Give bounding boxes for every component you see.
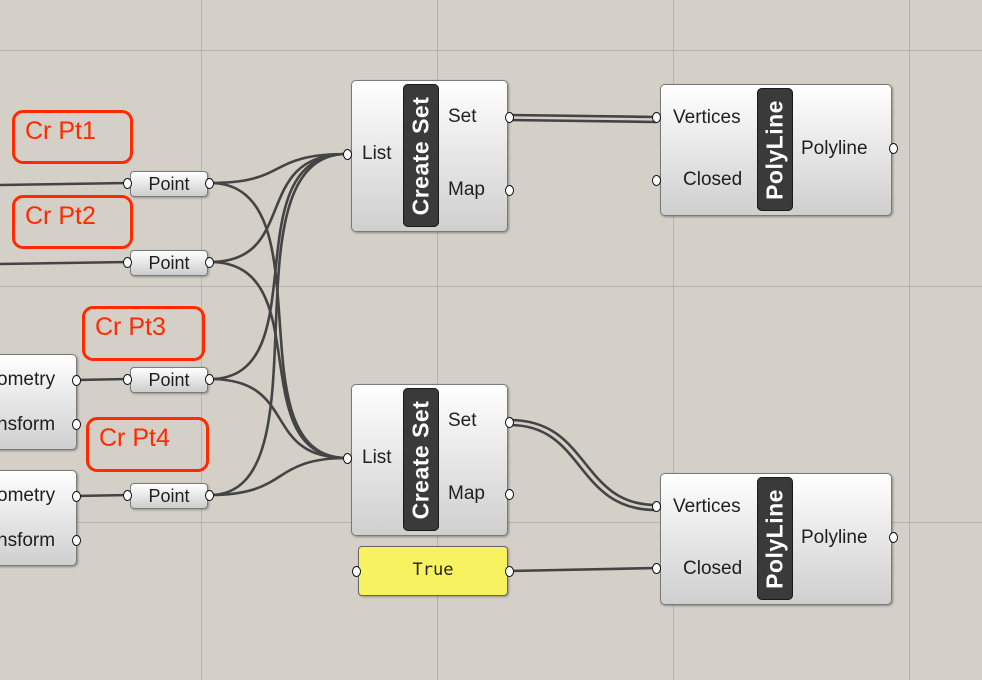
component-nickname-bar: PolyLine [757, 477, 793, 600]
output-label-map: Map [448, 179, 485, 200]
component-nickname-bar: Create Set [403, 388, 439, 531]
wire [208, 181, 349, 460]
annotation-cr-pt4: Cr Pt4 [86, 417, 209, 472]
output-label-transform: nsform [0, 530, 56, 551]
wire [208, 260, 349, 460]
create-set-component-2[interactable]: List Create Set Set Map [351, 384, 508, 536]
output-port[interactable] [72, 535, 81, 546]
boolean-toggle[interactable]: True [358, 546, 508, 596]
point-param-2[interactable]: Point [130, 250, 208, 276]
polyline-output-port[interactable] [889, 143, 898, 154]
input-port[interactable] [123, 257, 132, 268]
annotation-cr-pt1: Cr Pt1 [12, 110, 133, 164]
map-output-port[interactable] [505, 489, 514, 500]
output-label-geometry: ometry [0, 485, 56, 506]
wire [508, 423, 658, 512]
point-param-4[interactable]: Point [130, 483, 208, 509]
create-set-component-1[interactable]: List Create Set Set Map [351, 80, 508, 232]
wire [208, 377, 349, 460]
component-nickname: PolyLine [761, 99, 788, 200]
wire [508, 418, 658, 507]
component-nickname: PolyLine [761, 488, 788, 589]
closed-input-port[interactable] [652, 175, 661, 186]
input-port[interactable] [123, 178, 132, 189]
input-label-closed: Closed [683, 558, 743, 579]
polyline-component-1[interactable]: Vertices Closed PolyLine Polyline [660, 84, 892, 216]
vertices-input-port[interactable] [652, 112, 661, 123]
annotation-cr-pt3: Cr Pt3 [82, 306, 205, 361]
output-port[interactable] [72, 375, 81, 386]
output-port[interactable] [72, 419, 81, 430]
component-nickname: Create Set [407, 96, 434, 215]
output-port[interactable] [205, 257, 214, 268]
output-port[interactable] [72, 491, 81, 502]
output-port[interactable] [205, 374, 214, 385]
point-param-3[interactable]: Point [130, 367, 208, 393]
wire [208, 152, 349, 264]
closed-input-port[interactable] [652, 563, 661, 574]
input-label-vertices: Vertices [673, 107, 741, 128]
wire [0, 260, 130, 266]
output-label-set: Set [448, 410, 477, 431]
component-nickname-bar: Create Set [403, 84, 439, 227]
wire [0, 181, 130, 187]
map-output-port[interactable] [505, 185, 514, 196]
output-port[interactable] [205, 178, 214, 189]
toggle-output-port[interactable] [505, 566, 514, 577]
wire [208, 456, 349, 497]
output-label-polyline: Polyline [801, 527, 868, 548]
output-label-transform: nsform [0, 414, 56, 435]
input-port[interactable] [123, 374, 132, 385]
wire [208, 152, 349, 185]
point-param-1[interactable]: Point [130, 171, 208, 197]
list-input-port[interactable] [343, 453, 352, 464]
wire [74, 493, 130, 498]
input-label-vertices: Vertices [673, 496, 741, 517]
transform-component-2[interactable]: ometry nsform [0, 470, 77, 566]
polyline-component-2[interactable]: Vertices Closed PolyLine Polyline [660, 473, 892, 605]
output-label-geometry: ometry [0, 369, 56, 390]
set-output-port[interactable] [505, 417, 514, 428]
input-label-list: List [362, 447, 392, 468]
toggle-input-port[interactable] [352, 566, 361, 577]
component-nickname: Create Set [407, 400, 434, 519]
transform-component-1[interactable]: ometry nsform [0, 354, 77, 450]
input-label-list: List [362, 143, 392, 164]
input-label-closed: Closed [683, 169, 743, 190]
wire [508, 118, 658, 124]
polyline-output-port[interactable] [889, 532, 898, 543]
component-nickname-bar: PolyLine [757, 88, 793, 211]
input-port[interactable] [123, 490, 132, 501]
wire [208, 152, 349, 497]
list-input-port[interactable] [343, 149, 352, 160]
set-output-port[interactable] [505, 112, 514, 123]
annotation-cr-pt2: Cr Pt2 [12, 195, 133, 249]
output-port[interactable] [205, 490, 214, 501]
vertices-input-port[interactable] [652, 501, 661, 512]
output-label-map: Map [448, 483, 485, 504]
output-label-set: Set [448, 106, 477, 127]
wire [508, 566, 658, 573]
wire [508, 113, 658, 119]
wire [74, 377, 130, 382]
output-label-polyline: Polyline [801, 138, 868, 159]
